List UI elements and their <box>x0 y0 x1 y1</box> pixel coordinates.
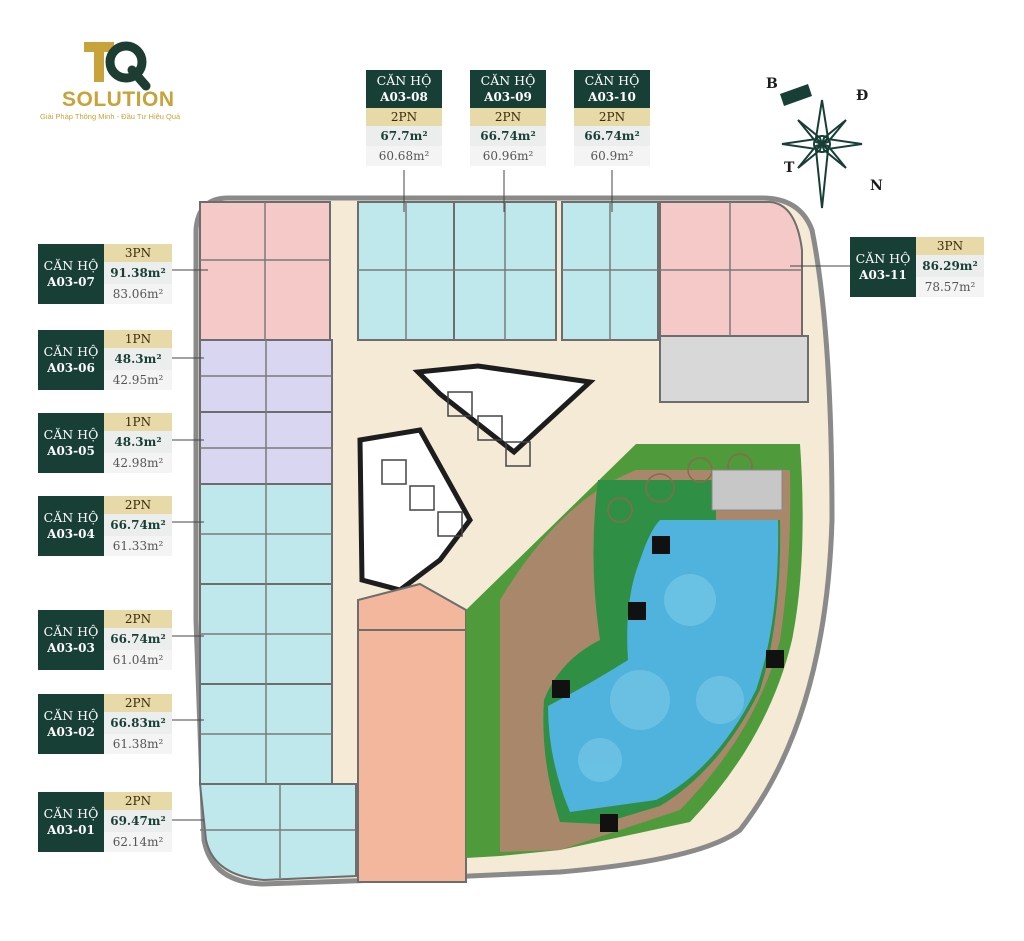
unit-type: 2PN <box>104 694 172 712</box>
unit-code: A03-06 <box>47 361 95 375</box>
unit-card-a03-10[interactable]: CĂN HỘ A03-10 2PN 66.74m² 60.9m² <box>574 70 650 166</box>
unit-code: A03-07 <box>47 275 95 289</box>
unit-gross-area: 66.74m² <box>574 126 650 146</box>
unit-name: CĂN HỘ <box>43 344 99 359</box>
unit-type: 2PN <box>104 610 172 628</box>
unit-code: A03-10 <box>588 90 636 104</box>
unit-gross-area: 66.74m² <box>104 514 172 536</box>
logo: SOLUTION Giải Pháp Thông Minh - Đầu Tư H… <box>40 36 200 126</box>
unit-name: CĂN HỘ <box>43 708 99 723</box>
unit-net-area: 78.57m² <box>916 277 984 297</box>
unit-gross-area: 86.29m² <box>916 255 984 277</box>
unit-code: A03-09 <box>484 90 532 104</box>
compass: B Đ T N <box>760 74 890 214</box>
unit-net-area: 61.38m² <box>104 734 172 754</box>
compass-rose-icon <box>780 84 863 209</box>
unit-name: CĂN HỘ <box>43 510 99 525</box>
unit-gross-area: 66.83m² <box>104 712 172 734</box>
unit-type: 3PN <box>916 237 984 255</box>
unit-net-area: 60.9m² <box>574 146 650 166</box>
unit-code: A03-11 <box>859 268 907 282</box>
unit-name: CĂN HỘ <box>376 73 432 88</box>
unit-gross-area: 67.7m² <box>366 126 442 146</box>
compass-east: Đ <box>856 88 869 104</box>
unit-gross-area: 69.47m² <box>104 810 172 832</box>
unit-name: CĂN HỘ <box>43 624 99 639</box>
unit-net-area: 61.04m² <box>104 650 172 670</box>
unit-gross-area: 91.38m² <box>104 262 172 284</box>
unit-code: A03-04 <box>47 527 95 541</box>
unit-name: CĂN HỘ <box>43 427 99 442</box>
unit-name: CĂN HỘ <box>855 251 911 266</box>
unit-name: CĂN HỘ <box>43 258 99 273</box>
unit-type: 2PN <box>366 108 442 126</box>
unit-net-area: 42.98m² <box>104 453 172 473</box>
unit-code: A03-08 <box>380 90 428 104</box>
unit-net-area: 60.96m² <box>470 146 546 166</box>
unit-name: CĂN HỘ <box>584 73 640 88</box>
unit-card-a03-09[interactable]: CĂN HỘ A03-09 2PN 66.74m² 60.96m² <box>470 70 546 166</box>
unit-code: A03-03 <box>47 641 95 655</box>
unit-net-area: 60.68m² <box>366 146 442 166</box>
unit-name: CĂN HỘ <box>43 806 99 821</box>
logo-tagline: Giải Pháp Thông Minh - Đầu Tư Hiệu Quả <box>40 112 181 121</box>
unit-type: 3PN <box>104 244 172 262</box>
unit-net-area: 61.33m² <box>104 536 172 556</box>
compass-west: T <box>784 160 795 176</box>
unit-type: 1PN <box>104 330 172 348</box>
unit-gross-area: 66.74m² <box>104 628 172 650</box>
unit-code: A03-02 <box>47 725 95 739</box>
unit-gross-area: 66.74m² <box>470 126 546 146</box>
compass-north: B <box>766 76 778 92</box>
unit-type: 2PN <box>574 108 650 126</box>
unit-type: 2PN <box>104 496 172 514</box>
unit-name: CĂN HỘ <box>480 73 536 88</box>
unit-type: 2PN <box>104 792 172 810</box>
unit-net-area: 83.06m² <box>104 284 172 304</box>
unit-code: A03-01 <box>47 823 95 837</box>
unit-net-area: 42.95m² <box>104 370 172 390</box>
unit-card-a03-08[interactable]: CĂN HỘ A03-08 2PN 67.7m² 60.68m² <box>366 70 442 166</box>
logo-mark-icon <box>84 41 151 91</box>
unit-gross-area: 48.3m² <box>104 431 172 453</box>
unit-code: A03-05 <box>47 444 95 458</box>
unit-type: 2PN <box>470 108 546 126</box>
compass-south: N <box>870 178 883 194</box>
unit-net-area: 62.14m² <box>104 832 172 852</box>
unit-gross-area: 48.3m² <box>104 348 172 370</box>
logo-brand: SOLUTION <box>62 88 175 111</box>
unit-type: 1PN <box>104 413 172 431</box>
